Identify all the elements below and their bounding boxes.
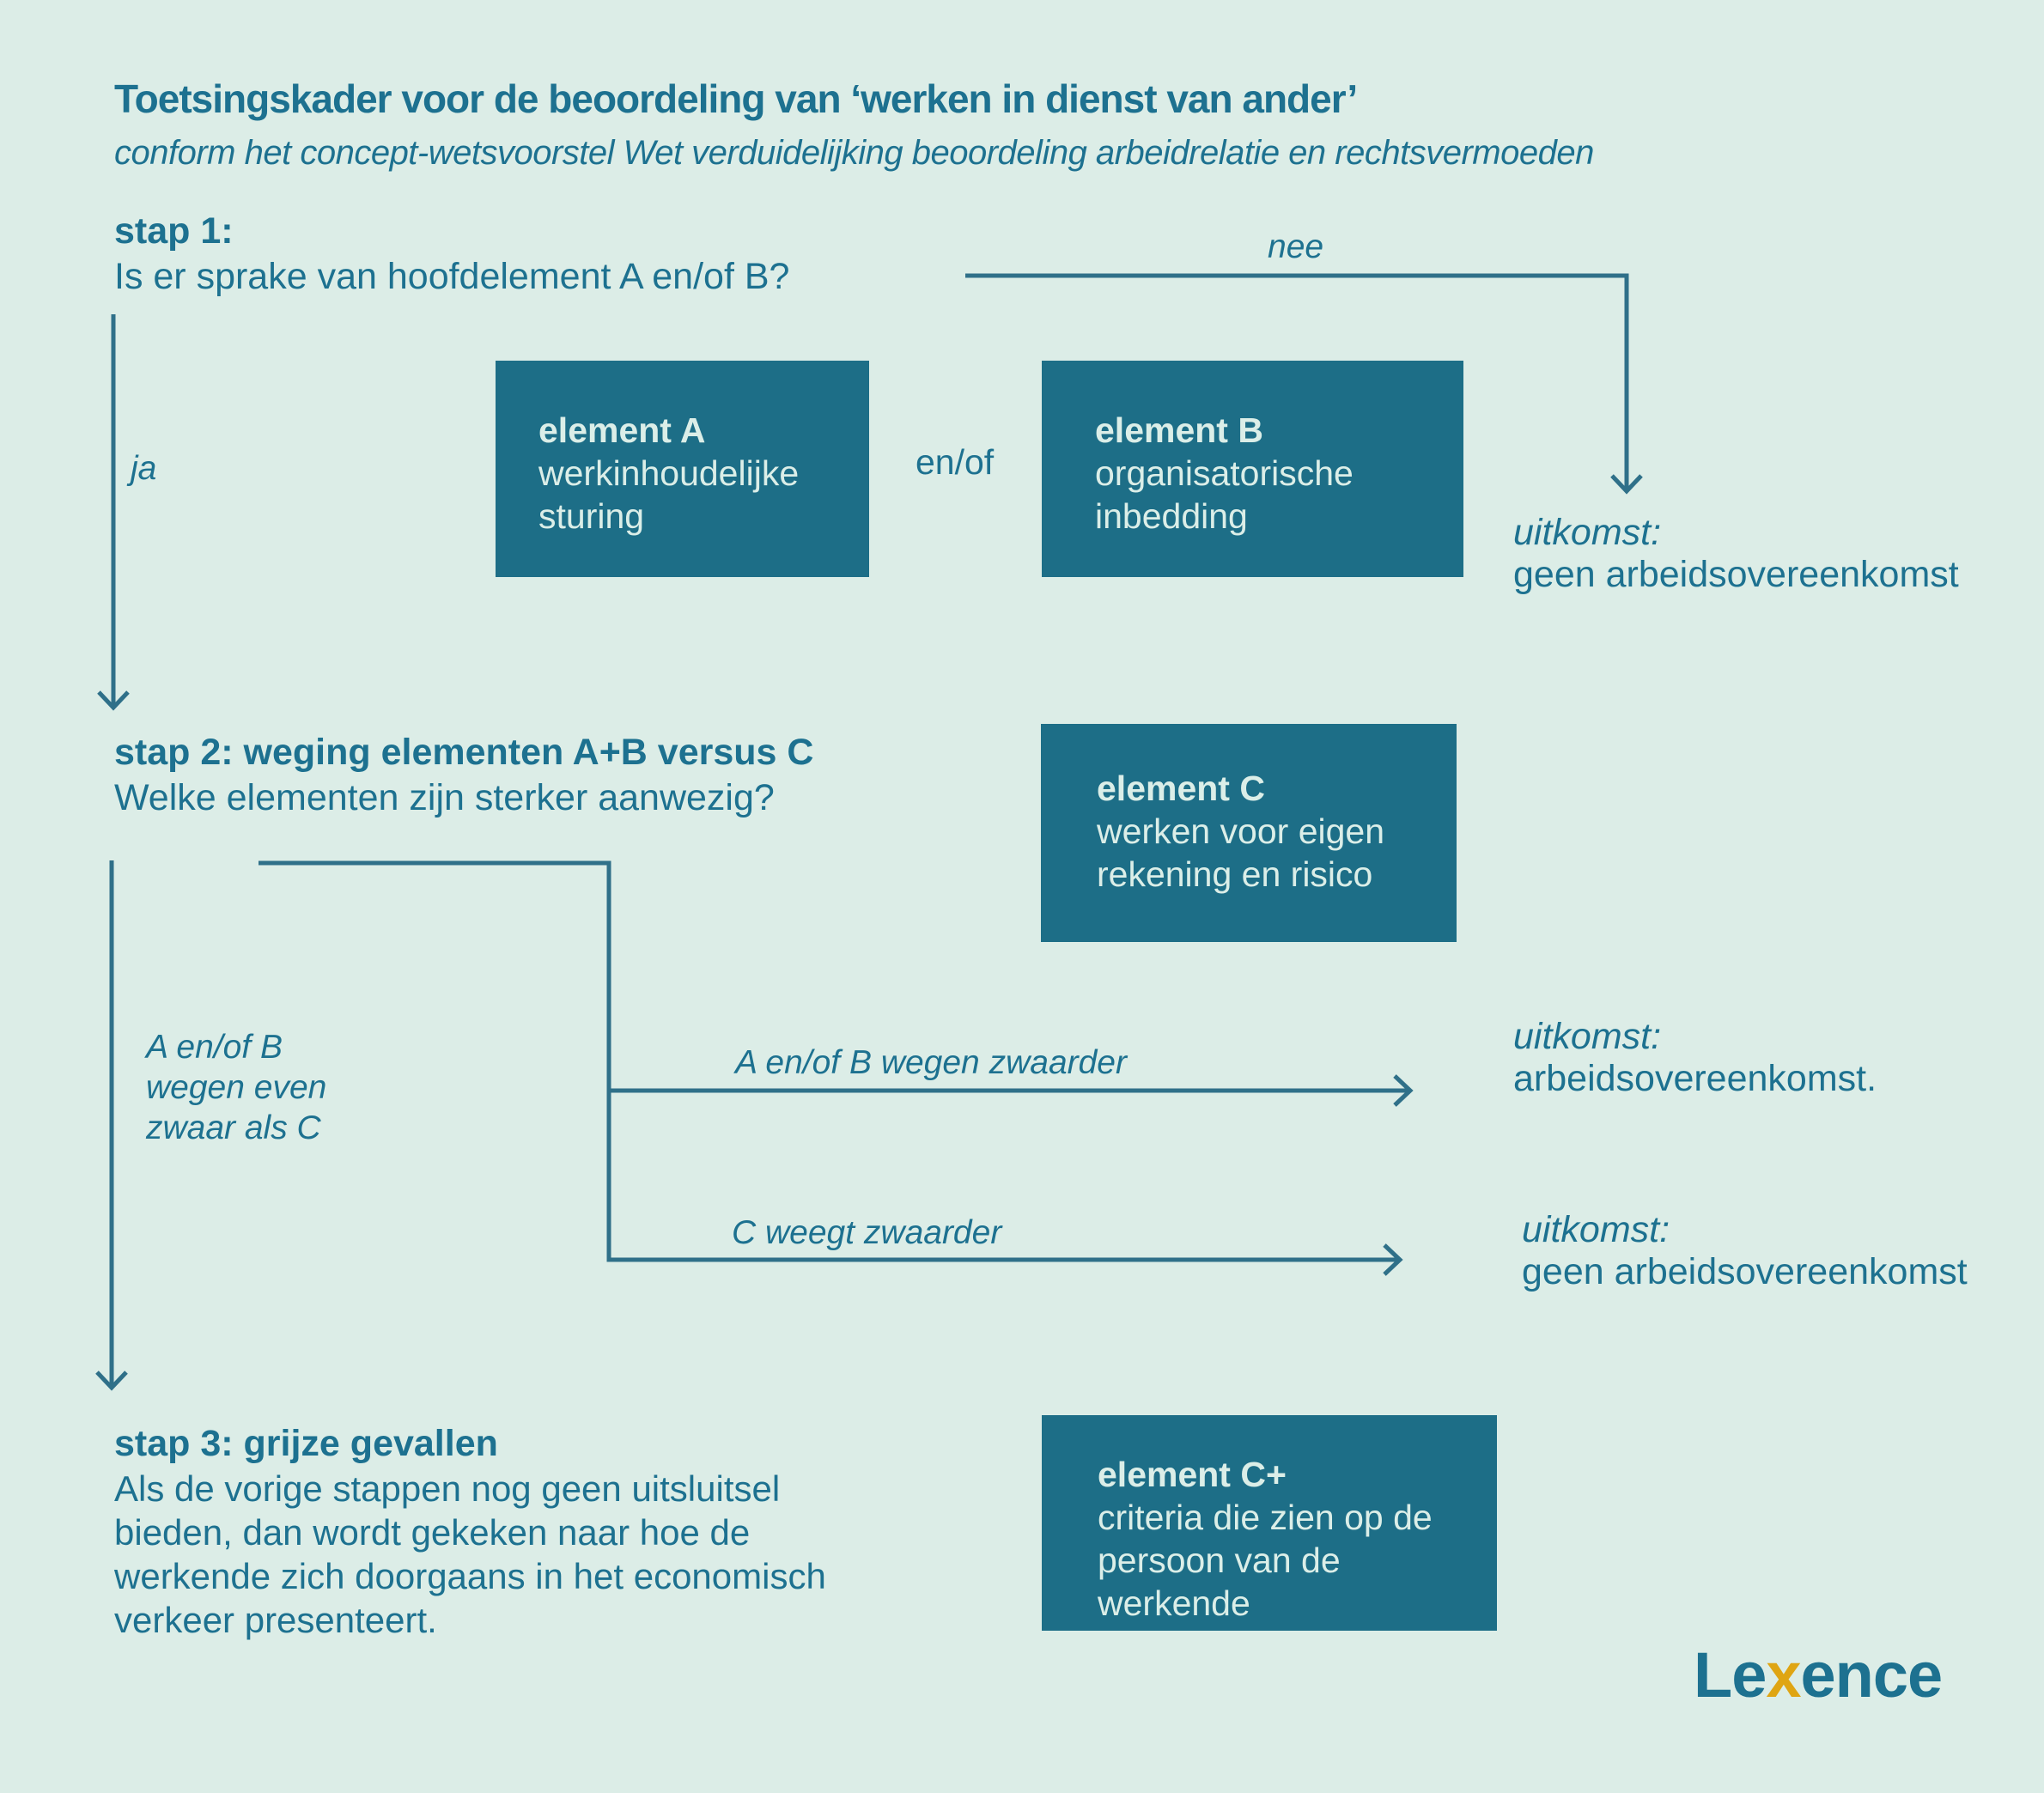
label-branch-equal-line: A en/of B: [146, 1029, 283, 1066]
outcome-label: uitkomst:: [1513, 1016, 1662, 1057]
header: Toetsingskader voor de beoordeling van ‘…: [114, 76, 1594, 173]
element-cplus-line: criteria die zien op de: [1098, 1498, 1433, 1537]
element-c-title: element C: [1097, 769, 1265, 808]
label-ja: ja: [131, 450, 157, 487]
element-b-title: element B: [1095, 410, 1263, 450]
element-b-box: element B organisatorische inbedding: [1042, 361, 1463, 577]
label-branch-ab: A en/of B wegen zwaarder: [735, 1044, 1127, 1081]
outcome-label: uitkomst:: [1522, 1209, 1670, 1250]
outcome-c: uitkomst: geen arbeidsovereenkomst: [1522, 1209, 1968, 1293]
element-cplus-box: element C+ criteria die zien op de perso…: [1042, 1415, 1497, 1631]
label-branch-equal-line: zwaar als C: [146, 1109, 321, 1146]
element-a-title: element A: [538, 410, 706, 450]
step3-body-line: Als de vorige stappen nog geen uitsluits…: [114, 1468, 781, 1509]
step1-heading: stap 1:: [114, 210, 234, 252]
outcome-label: uitkomst:: [1513, 512, 1662, 553]
element-a-line: sturing: [538, 496, 645, 536]
element-b-line: organisatorische: [1095, 453, 1354, 493]
element-a-line: werkinhoudelijke: [538, 453, 800, 493]
step2-question: Welke elementen zijn sterker aanwezig?: [114, 777, 775, 818]
outcome-value: geen arbeidsovereenkomst: [1513, 554, 1959, 595]
step1-question: Is er sprake van hoofdelement A en/of B?: [114, 256, 790, 297]
logo-text: ence: [1800, 1639, 1944, 1711]
label-branch-equal-line: wegen even: [146, 1069, 327, 1106]
element-cplus-line: persoon van de: [1098, 1541, 1341, 1580]
arrow-down-icon: [95, 1371, 128, 1391]
step2-heading: stap 2: weging elementen A+B versus C: [114, 732, 814, 773]
logo-accent-x: x: [1766, 1639, 1801, 1711]
label-branch-c: C weegt zwaarder: [732, 1214, 1002, 1251]
label-en-of: en/of: [916, 442, 995, 482]
outcome-ab: uitkomst: arbeidsovereenkomst.: [1513, 1016, 1877, 1100]
logo-text: Le: [1694, 1639, 1767, 1711]
step3-body-line: werkende zich doorgaans in het economisc…: [114, 1556, 826, 1596]
label-branch-equal: A en/of B wegen even zwaar als C: [146, 1027, 326, 1148]
outcome-value: arbeidsovereenkomst.: [1513, 1058, 1877, 1099]
element-c-line: rekening en risico: [1097, 854, 1373, 894]
element-b-line: inbedding: [1095, 496, 1248, 536]
outcome-step1: uitkomst: geen arbeidsovereenkomst: [1513, 512, 1959, 596]
element-c-box: element C werken voor eigen rekening en …: [1041, 724, 1457, 942]
arrow-down-icon: [97, 690, 130, 711]
arrow-down-icon: [1610, 474, 1643, 495]
arrow-right-icon: [1393, 1074, 1414, 1107]
element-c-line: werken voor eigen: [1097, 811, 1385, 851]
page-subtitle: conform het concept-wetsvoorstel Wet ver…: [114, 134, 1594, 172]
element-cplus-line: werkende: [1098, 1583, 1250, 1623]
step1-block: stap 1: Is er sprake van hoofdelement A …: [114, 209, 789, 299]
label-nee: nee: [1268, 228, 1324, 265]
arrow-right-icon: [1383, 1243, 1403, 1276]
lexence-logo: Lexence: [1694, 1638, 1944, 1711]
step3-heading: stap 3: grijze gevallen: [114, 1423, 498, 1464]
step3-body-line: bieden, dan wordt gekeken naar hoe de: [114, 1512, 751, 1553]
page-title: Toetsingskader voor de beoordeling van ‘…: [114, 76, 1358, 121]
step3-block: stap 3: grijze gevallen Als de vorige st…: [114, 1421, 826, 1642]
outcome-value: geen arbeidsovereenkomst: [1522, 1251, 1968, 1292]
element-a-box: element A werkinhoudelijke sturing: [496, 361, 869, 577]
branch-connector-line: [259, 860, 1398, 1262]
step2-block: stap 2: weging elementen A+B versus C We…: [114, 730, 813, 820]
element-cplus-title: element C+: [1098, 1455, 1287, 1494]
step3-body-line: verkeer presenteert.: [114, 1600, 437, 1640]
arrow-nee-line: [965, 273, 1629, 489]
